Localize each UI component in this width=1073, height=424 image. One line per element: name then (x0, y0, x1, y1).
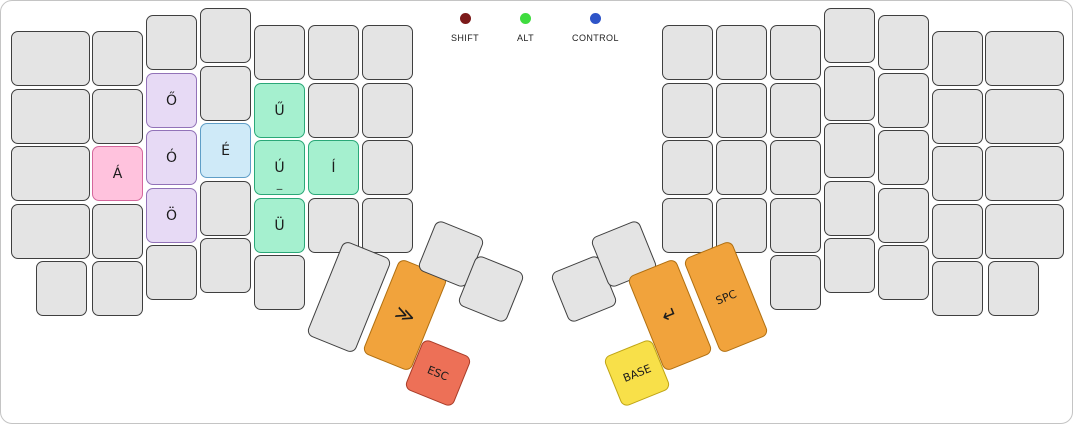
key-blank[interactable] (254, 25, 305, 80)
alt-color-dot (520, 13, 532, 24)
key-sub-label: _ (276, 177, 283, 190)
key-blank[interactable] (92, 31, 143, 86)
key-blank[interactable] (932, 146, 983, 201)
key-blank[interactable] (932, 204, 983, 259)
key-blank[interactable] (824, 181, 875, 236)
key-blank[interactable] (200, 8, 251, 63)
key-label: Í (331, 159, 336, 176)
key-label: Ú (274, 159, 285, 176)
key-blank[interactable] (824, 123, 875, 178)
key-blank[interactable] (362, 83, 413, 138)
key-u-acute[interactable]: Ú_ (254, 140, 305, 195)
key-blank[interactable] (11, 89, 90, 144)
key-label: Ó (165, 149, 178, 166)
key-blank[interactable] (932, 31, 983, 86)
key-label: BASE (621, 361, 653, 385)
key-blank[interactable] (92, 261, 143, 316)
key-blank[interactable] (308, 198, 359, 253)
key-blank[interactable] (985, 146, 1064, 201)
key-o-acute[interactable]: Ó (146, 130, 197, 185)
key-o-umlaut[interactable]: Ö (146, 188, 197, 243)
key-blank[interactable] (36, 261, 87, 316)
key-blank[interactable] (770, 83, 821, 138)
legend-item-alt: ALT (517, 13, 534, 43)
key-blank[interactable] (985, 204, 1064, 259)
key-blank[interactable] (932, 261, 983, 316)
key-blank[interactable] (662, 140, 713, 195)
modifier-legend: SHIFT ALT CONTROL (451, 13, 619, 43)
key-blank[interactable] (770, 255, 821, 310)
key-blank[interactable] (11, 146, 90, 201)
key-a-acute[interactable]: Á (92, 146, 143, 201)
key-blank[interactable] (200, 181, 251, 236)
legend-label: ALT (517, 33, 535, 43)
key-e-acute[interactable]: É (200, 123, 251, 178)
key-blank[interactable] (92, 204, 143, 259)
key-blank[interactable] (716, 140, 767, 195)
key-label: É (221, 142, 230, 159)
key-blank[interactable] (878, 130, 929, 185)
control-color-dot (589, 13, 601, 24)
key-label: SPC (713, 286, 739, 308)
key-blank[interactable] (362, 140, 413, 195)
key-blank[interactable] (878, 73, 929, 128)
shift-color-dot (459, 13, 471, 24)
key-blank[interactable] (770, 140, 821, 195)
key-blank[interactable] (662, 198, 713, 253)
key-blank[interactable] (716, 198, 767, 253)
key-blank[interactable] (146, 15, 197, 70)
key-label: Ö (165, 207, 178, 224)
key-blank[interactable] (362, 198, 413, 253)
key-blank[interactable] (308, 25, 359, 80)
key-label: Á (112, 165, 123, 182)
key-u-double-acute[interactable]: Ű (254, 83, 305, 138)
key-label: Ü (274, 217, 285, 234)
key-u-umlaut[interactable]: Ü (254, 198, 305, 253)
key-blank[interactable] (985, 89, 1064, 144)
legend-label: CONTROL (572, 33, 619, 43)
key-blank[interactable] (200, 238, 251, 293)
key-blank[interactable] (985, 31, 1064, 86)
key-blank[interactable] (770, 25, 821, 80)
legend-item-control: CONTROL (572, 13, 619, 43)
key-blank[interactable] (932, 89, 983, 144)
key-blank[interactable] (824, 66, 875, 121)
key-blank[interactable] (254, 255, 305, 310)
key-blank[interactable] (308, 83, 359, 138)
key-blank[interactable] (11, 31, 90, 86)
key-blank[interactable] (362, 25, 413, 80)
key-blank[interactable] (824, 8, 875, 63)
key-blank[interactable] (92, 89, 143, 144)
key-blank[interactable] (716, 83, 767, 138)
key-label: ↵ (658, 301, 682, 328)
key-blank[interactable] (11, 204, 90, 259)
legend-label: SHIFT (451, 33, 479, 43)
key-blank[interactable] (662, 83, 713, 138)
key-o-double-acute[interactable]: Ő (146, 73, 197, 128)
key-label: ESC (425, 362, 451, 384)
key-blank[interactable] (200, 66, 251, 121)
key-label: Ő (165, 92, 178, 109)
key-blank[interactable] (988, 261, 1039, 316)
key-blank[interactable] (878, 15, 929, 70)
key-label: Ű (274, 102, 285, 119)
key-blank[interactable] (878, 245, 929, 300)
key-label: ≫ (391, 300, 419, 329)
key-blank[interactable] (146, 245, 197, 300)
key-blank[interactable] (824, 238, 875, 293)
key-blank[interactable] (878, 188, 929, 243)
key-blank[interactable] (662, 25, 713, 80)
legend-item-shift: SHIFT (451, 13, 479, 43)
key-blank[interactable] (770, 198, 821, 253)
key-blank[interactable] (716, 25, 767, 80)
key-i-acute[interactable]: Í (308, 140, 359, 195)
